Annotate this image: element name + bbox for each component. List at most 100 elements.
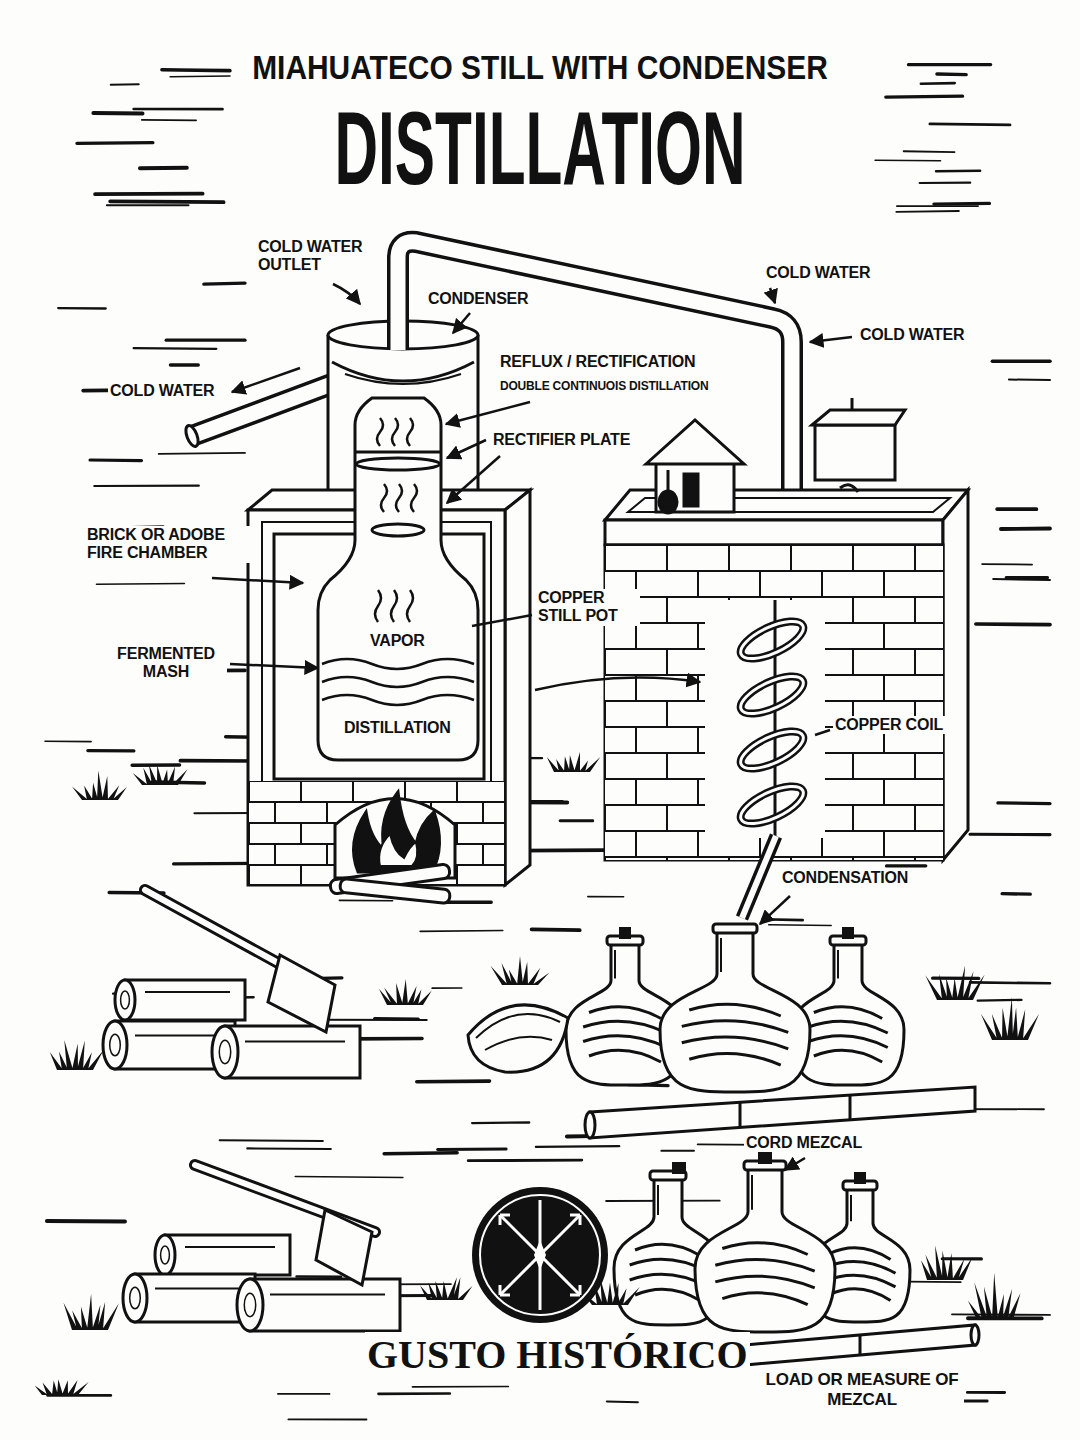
condenser-tank [345,374,461,384]
copper-still-pot [356,451,440,454]
leader-arrows [212,284,852,1170]
hatch-stroke [936,170,980,173]
hatch-stroke [204,283,245,284]
brick [884,779,943,805]
brick [915,753,943,779]
jug-body [792,940,904,1085]
brick [457,865,504,884]
hatch-stroke [432,987,462,989]
hatch-stroke [97,583,185,585]
copper-still-pot [407,590,413,622]
little-house [646,420,744,464]
brick [884,831,943,857]
brick [915,649,943,675]
axe-blade [316,1210,372,1285]
bamboo-measure [590,1087,975,1138]
brick [853,753,915,779]
hatch-stroke [472,1121,529,1124]
hatch-stroke [295,1176,403,1178]
log [123,1274,255,1322]
copper-coil [736,724,809,776]
mezcal-jug [792,936,904,1085]
hatch-stroke [379,1392,450,1395]
brick [915,805,943,831]
bamboo-measure [585,1112,595,1138]
logo-emblem [534,1240,546,1270]
brick [636,571,698,597]
grass-tuft [547,752,601,772]
part-label: LOAD OR MEASURE OF MEZCAL [760,1370,964,1409]
hatch-stroke [536,1145,619,1148]
brick [791,857,853,860]
log-ring [130,1287,141,1309]
jug-swirl [830,1289,891,1301]
brick [301,781,353,802]
leader-arrows [212,578,303,583]
brick [249,823,301,844]
fire [330,792,455,904]
grass-tuft [35,1379,89,1395]
hatch-stroke [94,485,199,487]
hatch-stroke [921,82,955,85]
leader-arrows [785,1158,805,1170]
leader-arrows [232,368,300,392]
leader-arrows [472,615,532,626]
hatch-stroke [58,307,105,310]
hatch-stroke [181,69,230,71]
copper-coil [774,600,777,838]
hatch-stroke [661,1150,694,1152]
diagram-title: DISTILLATION [333,96,746,200]
brick [822,675,884,701]
copper-still-pot [377,418,383,446]
brick [636,831,698,857]
hatch-stroke [107,204,189,206]
part-label: VAPOR [368,632,427,650]
log-ring [219,1040,230,1063]
copper-still-pot [356,458,440,470]
copper-coil [736,779,809,831]
hatch-stroke [978,999,1022,1002]
leader-arrows [770,288,775,303]
copper-coil [705,600,825,838]
bamboo-measure [971,1325,979,1345]
grass-tuft [50,1040,104,1070]
grass-tuft [968,1273,1021,1320]
hatch-stroke [438,1148,507,1151]
hatch-stroke [420,930,503,933]
brick [822,831,884,857]
condensate-spout [742,836,776,918]
grass-tuft [981,997,1039,1040]
log-body [165,1235,290,1275]
hatch-stroke [532,928,580,933]
condenser-tank [332,362,474,381]
hatch-stroke [1001,527,1050,531]
part-label: REFLUX / RECTIFICATION [498,353,697,371]
hatch-stroke [220,1139,323,1142]
logo-emblem [472,1187,608,1323]
brick [605,831,636,857]
firewood [103,890,400,1331]
brick [915,545,943,571]
jug-shade [751,1175,753,1210]
hatch-stroke [468,1159,582,1162]
grass [35,752,1039,1395]
part-label: BRICK OR ADOBE FIRE CHAMBER [85,526,254,563]
jug-body [695,1165,835,1332]
cooling-tank [943,490,968,860]
axe-blade [268,955,335,1032]
jug-swirl [814,1007,882,1019]
fire-chamber [505,490,530,885]
bamboo-measure [745,1325,975,1365]
grass-tuft [925,965,984,1000]
vapor-pipe [398,242,792,492]
hatch-stroke [886,95,963,99]
copper-coil [736,614,809,831]
brick [249,844,275,865]
log-body [250,1279,400,1331]
hatch-stroke [142,119,196,121]
water-box [815,425,895,480]
jug-swirl [583,1021,667,1033]
log-end [103,1021,127,1069]
jug-swirl [682,1037,789,1049]
leader-arrows [810,337,852,342]
